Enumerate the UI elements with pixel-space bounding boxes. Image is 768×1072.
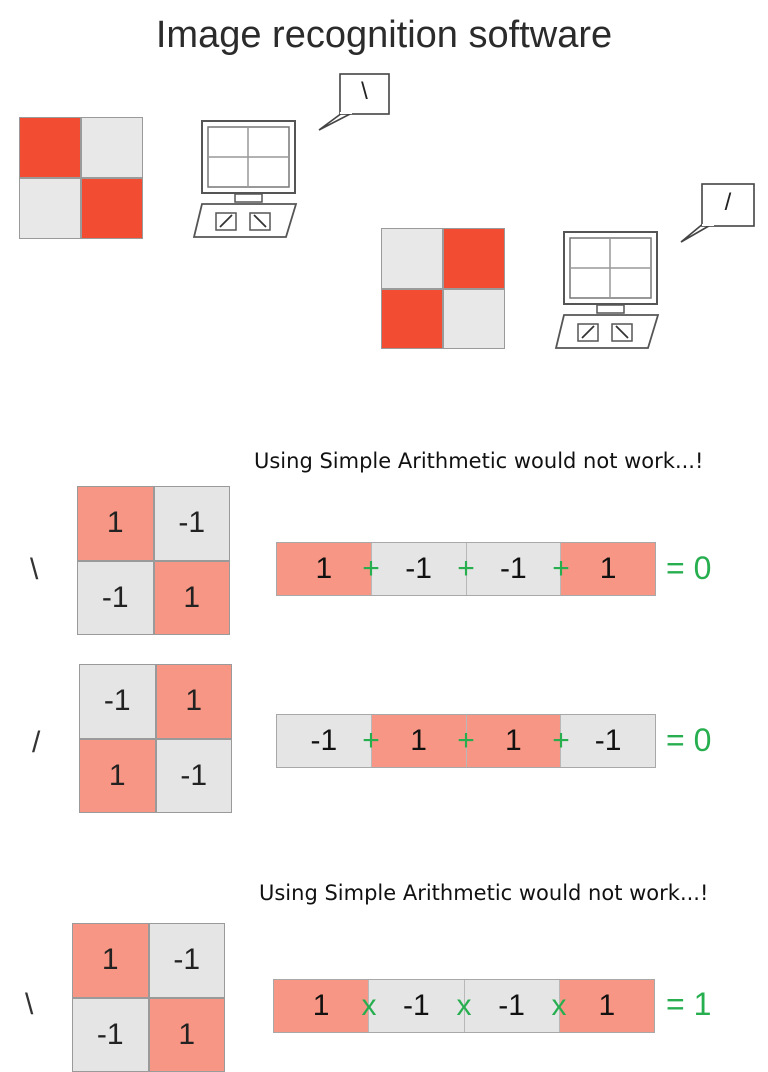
strip-cell: -1 bbox=[561, 715, 655, 767]
result-value: = 0 bbox=[666, 722, 711, 759]
computer-icon bbox=[190, 118, 300, 240]
strip-cell: 1 bbox=[274, 980, 369, 1032]
operator-sign: + bbox=[457, 724, 475, 758]
pixel-pattern-slash bbox=[381, 228, 505, 349]
matrix-cell: -1 bbox=[79, 664, 156, 739]
matrix-cell: 1 bbox=[79, 739, 156, 814]
operator-sign: x bbox=[552, 989, 567, 1023]
row-label: \ bbox=[30, 553, 38, 587]
operator-sign: + bbox=[552, 724, 570, 758]
operator-sign: x bbox=[457, 989, 472, 1023]
matrix-cell: 1 bbox=[72, 923, 149, 998]
weight-matrix: 1 -1 -1 1 bbox=[72, 923, 225, 1024]
operator-sign: + bbox=[362, 724, 380, 758]
matrix-cell: -1 bbox=[156, 739, 233, 814]
strip-cell: 1 bbox=[561, 543, 655, 595]
flattened-row: 1 -1 -1 1 x x x bbox=[273, 979, 655, 1024]
matrix-cell: -1 bbox=[149, 923, 226, 998]
strip-cell: 1 bbox=[467, 715, 562, 767]
operator-sign: + bbox=[362, 552, 380, 586]
caption: Using Simple Arithmetic would not work..… bbox=[259, 881, 708, 905]
flattened-row: -1 1 1 -1 + + + bbox=[276, 714, 656, 768]
strip-cell: -1 bbox=[277, 715, 372, 767]
strip-cell: 1 bbox=[372, 715, 467, 767]
strip-cell: 1 bbox=[560, 980, 654, 1032]
strip-cell: 1 bbox=[277, 543, 372, 595]
row-label: / bbox=[32, 726, 40, 760]
pixel-pattern-backslash bbox=[19, 117, 143, 239]
matrix-cell: 1 bbox=[154, 561, 231, 636]
matrix-cell: 1 bbox=[156, 664, 233, 739]
matrix-cell: -1 bbox=[154, 486, 231, 561]
strip-cell: -1 bbox=[465, 980, 560, 1032]
strip-cell: -1 bbox=[369, 980, 464, 1032]
operator-sign: + bbox=[552, 552, 570, 586]
speech-bubble-text: / bbox=[702, 189, 754, 217]
caption: Using Simple Arithmetic would not work..… bbox=[254, 449, 703, 473]
operator-sign: x bbox=[362, 989, 377, 1023]
result-value: = 0 bbox=[666, 550, 711, 587]
matrix-cell: -1 bbox=[72, 998, 149, 1072]
weight-matrix: -1 1 1 -1 bbox=[79, 664, 232, 813]
computer-icon bbox=[552, 229, 662, 351]
strip-cell: -1 bbox=[372, 543, 467, 595]
row-label: \ bbox=[25, 988, 33, 1022]
weight-matrix: 1 -1 -1 1 bbox=[77, 486, 230, 635]
speech-bubble-text: \ bbox=[340, 78, 389, 106]
matrix-cell: 1 bbox=[149, 998, 226, 1072]
strip-cell: -1 bbox=[467, 543, 562, 595]
result-value: = 1 bbox=[666, 986, 711, 1023]
operator-sign: + bbox=[457, 552, 475, 586]
flattened-row: 1 -1 -1 1 + + + bbox=[276, 542, 656, 596]
matrix-cell: -1 bbox=[77, 561, 154, 636]
matrix-cell: 1 bbox=[77, 486, 154, 561]
page-title: Image recognition software bbox=[0, 14, 768, 57]
